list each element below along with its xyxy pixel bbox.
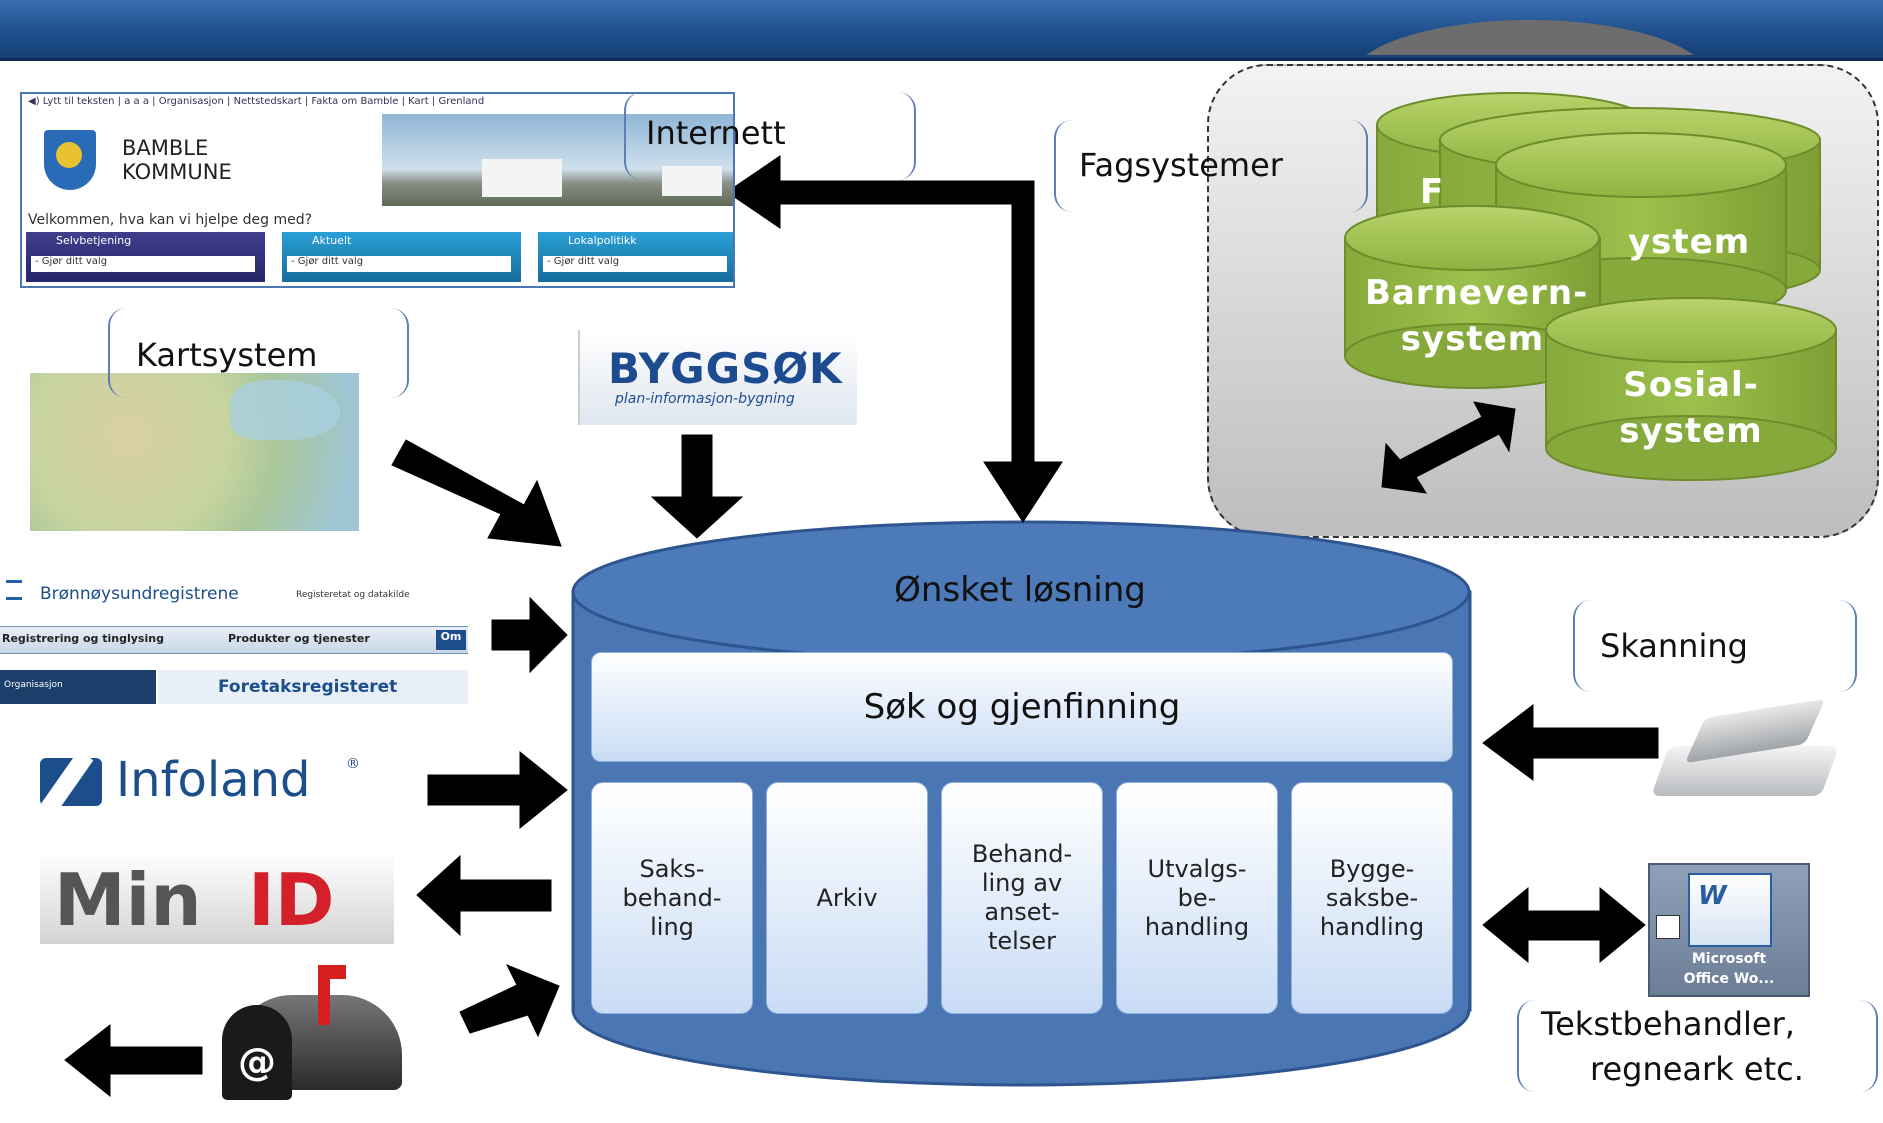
module-byggesaksbehandling: Bygge- saksbe- handling <box>1291 782 1453 1014</box>
bronnoy-tab-2: Produkter og tjenester <box>228 632 370 645</box>
bamble-logo-text-1: BAMBLE <box>122 136 209 160</box>
arrow-infoland <box>427 750 568 830</box>
bamble-select: - Gjør ditt valg <box>31 256 255 272</box>
tekst-label-line2: regneark etc. <box>1590 1050 1804 1088</box>
bamble-tab-lokalpolitikk: Lokalpolitikk - Gjør ditt valg <box>538 232 733 282</box>
skanning-label: Skanning <box>1600 627 1748 665</box>
minid-logo: Min ID <box>40 852 394 944</box>
search-bar: Søk og gjenfinning <box>591 652 1453 762</box>
module-utvalgsbehandling: Utvalgs- be- handling <box>1116 782 1278 1014</box>
bamble-tab-label: Selvbetjening <box>56 234 132 247</box>
bamble-tab-aktuelt: Aktuelt - Gjør ditt valg <box>282 232 521 282</box>
infoland-logo: Infoland ® <box>40 752 370 814</box>
cylinder-back-3-label: ystem <box>1628 222 1751 262</box>
word-icon: W Microsoft Office Wo... <box>1648 863 1810 997</box>
bamble-logo-text-2: KOMMUNE <box>122 160 232 184</box>
bronnoy-left-item: Organisasjon <box>4 680 63 690</box>
skanning-brace <box>1573 600 1857 692</box>
bamble-select: - Gjør ditt valg <box>543 256 727 272</box>
internett-label: Internett <box>646 114 786 152</box>
arrow-internett-horizontal <box>726 155 1035 229</box>
cylinder-barnevern-label: Barnevern- system <box>1365 273 1589 359</box>
tekst-label-line1: Tekstbehandler, <box>1541 1005 1795 1043</box>
arrow-mail-out <box>64 1023 203 1098</box>
word-icon-label-2: Office Wo... <box>1683 971 1775 987</box>
bamble-welcome: Velkommen, hva kan vi hjelpe deg med? <box>28 212 313 228</box>
kartsystem-label: Kartsystem <box>136 336 318 374</box>
cylinder-back-1-label: F <box>1420 172 1445 212</box>
byggsok-logo: BYGGSØK plan-informasjon-bygning <box>578 330 857 425</box>
scanner-icon <box>1650 698 1840 810</box>
module-ansettelser: Behand- ling av anset- telser <box>941 782 1103 1014</box>
bronnoy-tab-1: Registrering og tinglysing <box>2 632 164 645</box>
mailbox-at-symbol: @ <box>238 1040 276 1084</box>
arrow-minid <box>416 854 552 937</box>
word-icon-label-1: Microsoft <box>1691 951 1767 967</box>
internett-brace <box>624 92 916 180</box>
bamble-house-1 <box>482 159 562 197</box>
bronnoy-tab-3: Om <box>436 630 466 650</box>
main-title: Ønsket løsning <box>894 570 1146 610</box>
module-arkiv: Arkiv <box>766 782 928 1014</box>
bronnoy-register-bg <box>158 670 468 704</box>
bamble-tab-selvbetjening: Selvbetjening - Gjør ditt valg <box>26 232 265 282</box>
arrow-internett-vertical <box>983 191 1063 523</box>
arrow-byggsok <box>650 434 744 539</box>
minid-id: ID <box>248 858 335 942</box>
arrow-kart <box>391 439 562 547</box>
mailbox-icon: @ <box>222 965 450 1105</box>
bronnoy-tagline: Registeretat og datakilde <box>296 590 410 600</box>
map-water <box>230 380 340 440</box>
fagsystemer-label: Fagsystemer <box>1079 146 1283 184</box>
arrow-bronnoy <box>491 596 568 674</box>
infoland-registered: ® <box>346 756 360 772</box>
search-bar-label: Søk og gjenfinning <box>863 687 1181 727</box>
arrow-fagsystem <box>1381 401 1516 494</box>
byggsok-title: BYGGSØK <box>608 344 843 393</box>
bamble-select: - Gjør ditt valg <box>287 256 511 272</box>
bronnoy-website: Brønnøysundregistrene Registeretat og da… <box>0 566 468 704</box>
bronnoy-tabbar <box>0 626 468 654</box>
arrow-mail-in <box>459 964 560 1038</box>
arrow-word <box>1482 886 1646 964</box>
infoland-name: Infoland <box>116 752 311 808</box>
bronnoy-left-panel <box>0 670 156 704</box>
bamble-tab-label: Lokalpolitikk <box>568 234 637 247</box>
infoland-icon <box>40 758 102 806</box>
arrows <box>64 155 1659 1098</box>
bamble-website: ◀) Lytt til teksten | a a a | Organisasj… <box>20 92 735 288</box>
cylinder-sosial-label: Sosial- system <box>1619 365 1763 451</box>
bamble-tab-label: Aktuelt <box>312 234 352 247</box>
fagsystemer-brace <box>1054 120 1368 212</box>
bronnoy-menu-icon <box>6 580 22 600</box>
bronnoy-register: Foretaksregisteret <box>218 677 398 697</box>
arrow-skanning <box>1482 703 1659 781</box>
bronnoy-name: Brønnøysundregistrene <box>40 584 239 604</box>
bamble-topnav: ◀) Lytt til teksten | a a a | Organisasj… <box>28 96 485 107</box>
bamble-house-2 <box>662 166 722 196</box>
kartsystem-brace <box>108 308 409 398</box>
module-saksbehandling: Saks- behand- ling <box>591 782 753 1014</box>
minid-min: Min <box>54 858 202 942</box>
cylinder-sosial <box>1545 297 1837 481</box>
byggsok-subtitle: plan-informasjon-bygning <box>615 391 795 407</box>
bamble-shield-emblem <box>56 142 82 168</box>
tekst-brace <box>1517 1000 1878 1092</box>
